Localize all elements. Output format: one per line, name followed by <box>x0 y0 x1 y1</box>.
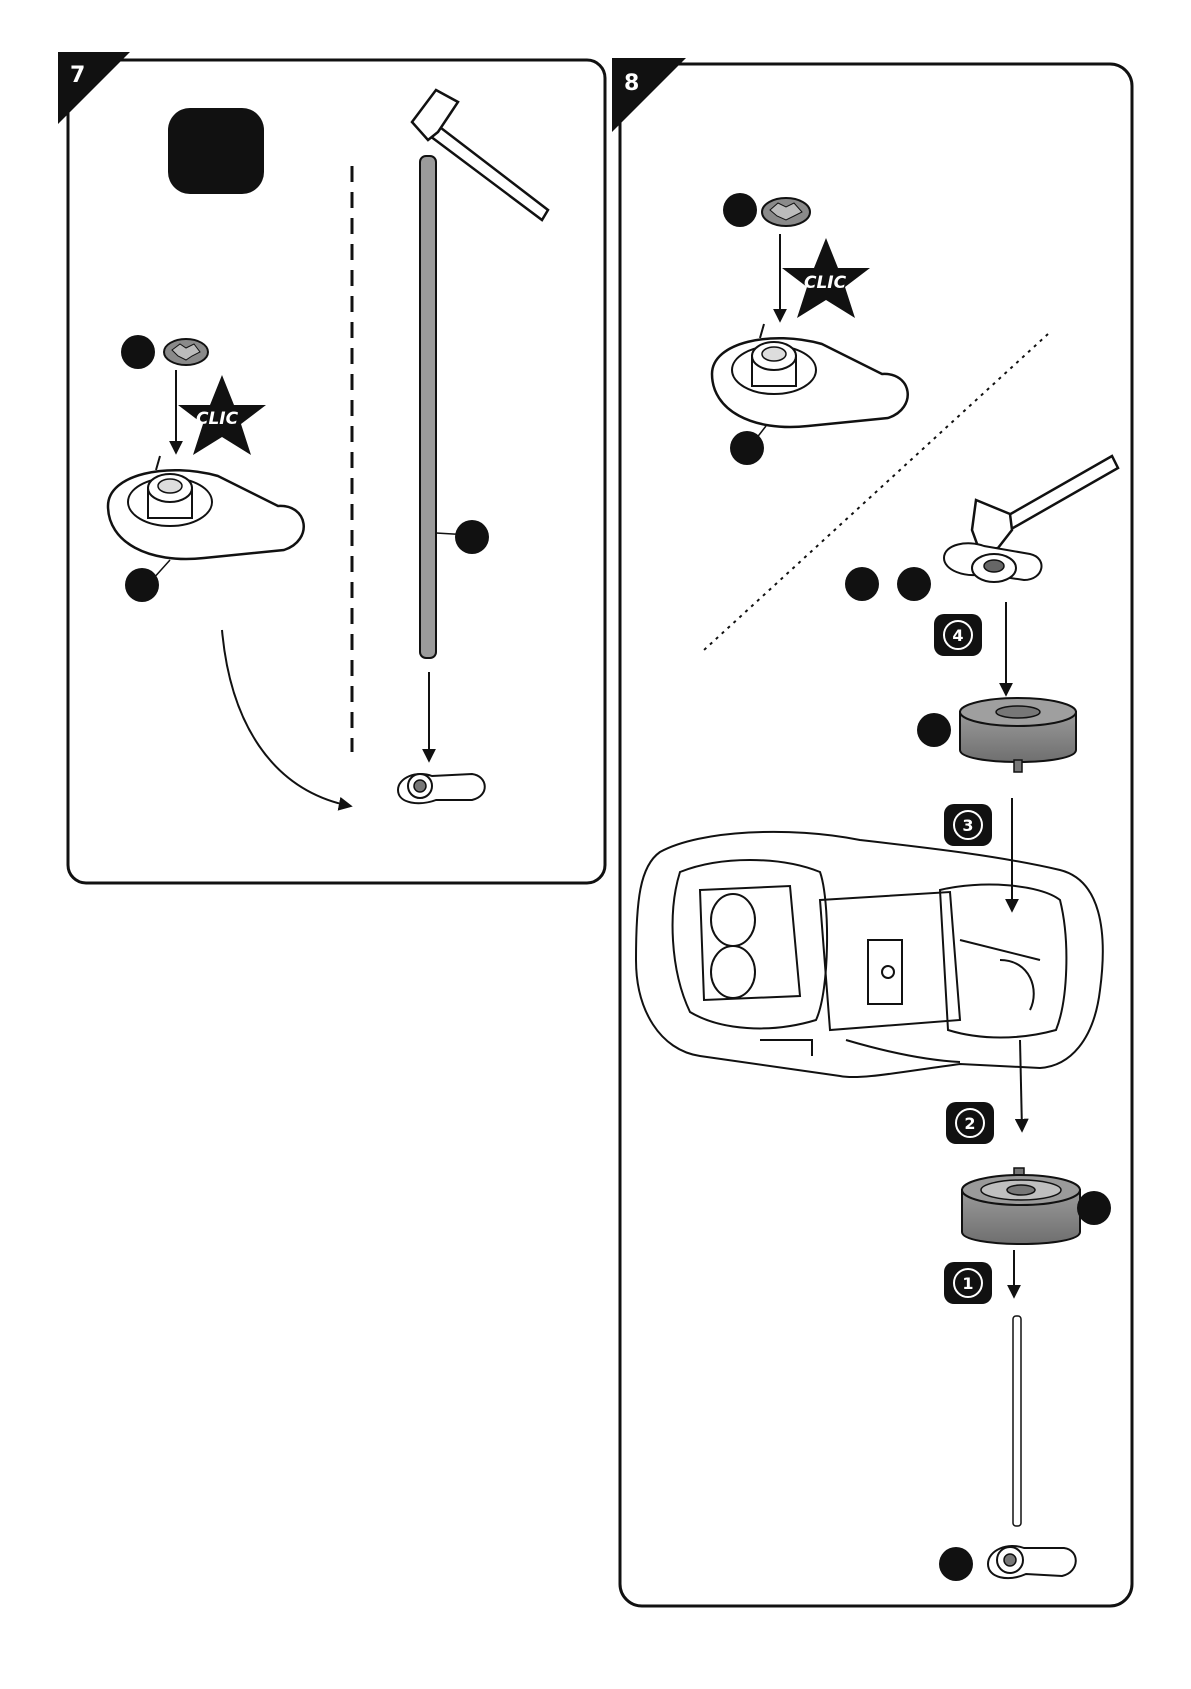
svg-text:4: 4 <box>952 626 963 645</box>
sequence-badge-1: 1 <box>944 1262 992 1304</box>
part-callout-dot <box>125 568 159 602</box>
part-callout-dot <box>1077 1191 1111 1225</box>
axle-icon <box>1013 1316 1021 1526</box>
part-callout-dot <box>897 567 931 601</box>
hub-cap-icon <box>988 1546 1076 1578</box>
part-callout-dot <box>939 1547 973 1581</box>
wheel-icon <box>960 698 1076 772</box>
svg-text:2: 2 <box>964 1114 975 1133</box>
star-clic-icon: CLIC <box>782 238 870 318</box>
step-number: 7 <box>70 63 85 88</box>
part-callout-dot <box>917 713 951 747</box>
clic-label: CLIC <box>196 409 239 429</box>
hub-cap-icon <box>944 543 1041 582</box>
svg-text:1: 1 <box>962 1274 973 1293</box>
blank-label-box <box>168 108 264 194</box>
panel-step-7: 7 CLIC <box>58 52 605 883</box>
vehicle-body-icon <box>636 832 1103 1077</box>
axle-icon <box>420 156 489 658</box>
clic-label: CLIC <box>804 273 847 293</box>
hub-cap-icon <box>398 774 485 803</box>
part-callout-dot <box>730 431 764 465</box>
part-callout-dot <box>455 520 489 554</box>
star-clic-icon: CLIC <box>178 375 266 455</box>
hub-cap-icon <box>108 456 304 559</box>
step-corner-badge <box>58 52 130 124</box>
wheel-icon <box>962 1168 1080 1244</box>
sequence-badge-3: 3 <box>944 804 992 846</box>
push-nut-icon <box>164 339 208 365</box>
sequence-badge-4: 4 <box>934 614 982 656</box>
part-callout-dot <box>845 567 879 601</box>
hub-cap-icon <box>712 324 908 427</box>
hammer-icon <box>972 456 1118 552</box>
sequence-badge-2: 2 <box>946 1102 994 1144</box>
part-callout-dot <box>121 335 155 369</box>
push-nut-icon <box>762 198 810 226</box>
panel-step-8: 8 CLIC <box>612 58 1132 1606</box>
svg-text:3: 3 <box>962 816 973 835</box>
part-callout-dot <box>723 193 757 227</box>
step-number: 8 <box>624 71 639 96</box>
